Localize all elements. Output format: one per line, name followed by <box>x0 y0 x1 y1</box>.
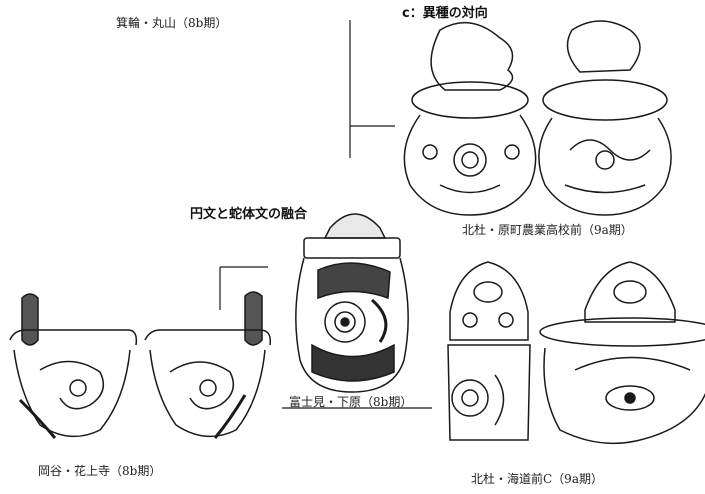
caption-okaya: 岡谷・花上寺（8b期） <box>38 464 162 478</box>
okaya-vessel-right <box>144 291 272 439</box>
heading-fusion: 円文と蛇体文の融合 <box>190 207 308 222</box>
caption-fujimi: 富士見・下原（8b期） <box>289 395 413 409</box>
caption-harumachi: 北杜・原町農業高校前（9a期） <box>462 223 633 237</box>
heading-contrast: c：異種の対向 <box>402 6 488 21</box>
okaya-vessel-left <box>9 293 138 439</box>
harumachi-vessel-left <box>403 21 537 216</box>
harumachi-vessel-right <box>538 20 672 216</box>
caption-minowa: 箕輪・丸山（8b期） <box>116 16 228 30</box>
connector-lines <box>219 20 432 409</box>
caption-kaido: 北杜・海道前C（9a期） <box>471 472 603 486</box>
fujimi-vessel <box>295 213 409 393</box>
kaido-vessel-left <box>447 261 531 441</box>
kaido-vessel-right <box>539 261 705 445</box>
